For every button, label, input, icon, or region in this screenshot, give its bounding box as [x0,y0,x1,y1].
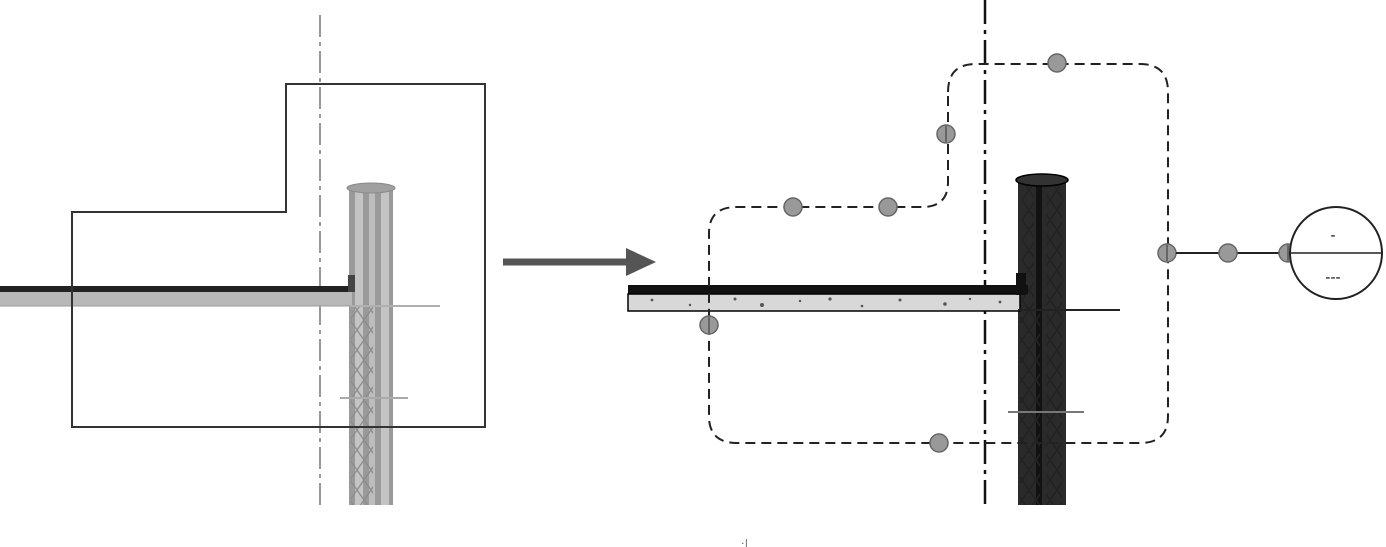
callout-leader [1176,243,1298,263]
grip-handles [699,53,1177,453]
grip-handle[interactable] [936,124,956,144]
wall-cap-dark [1015,173,1069,187]
slab-grey [0,275,440,307]
grip-handle[interactable] [878,197,898,217]
footer-mark: ·| [741,537,748,547]
grip-handle[interactable] [1157,243,1177,263]
wall-cap-grey [346,182,396,194]
before-view [0,15,486,505]
callout-boundary-dashed [708,63,1169,444]
leader-grip[interactable] [1218,243,1238,263]
wall-grey [346,182,396,505]
callout-boundary-solid [71,83,486,428]
grip-handle[interactable] [929,433,949,453]
slab-dark [627,273,1120,312]
tag-sheet-number: --- [1325,270,1340,286]
detail-tag[interactable]: - --- [1289,206,1383,300]
grip-handle[interactable] [783,197,803,217]
transform-arrow [503,248,656,276]
wall-dark [1015,173,1069,505]
after-view: - --- [627,0,1383,505]
tag-detail-number: - [1330,228,1335,244]
grip-handle[interactable] [699,315,719,335]
grip-handle[interactable] [1047,53,1067,73]
